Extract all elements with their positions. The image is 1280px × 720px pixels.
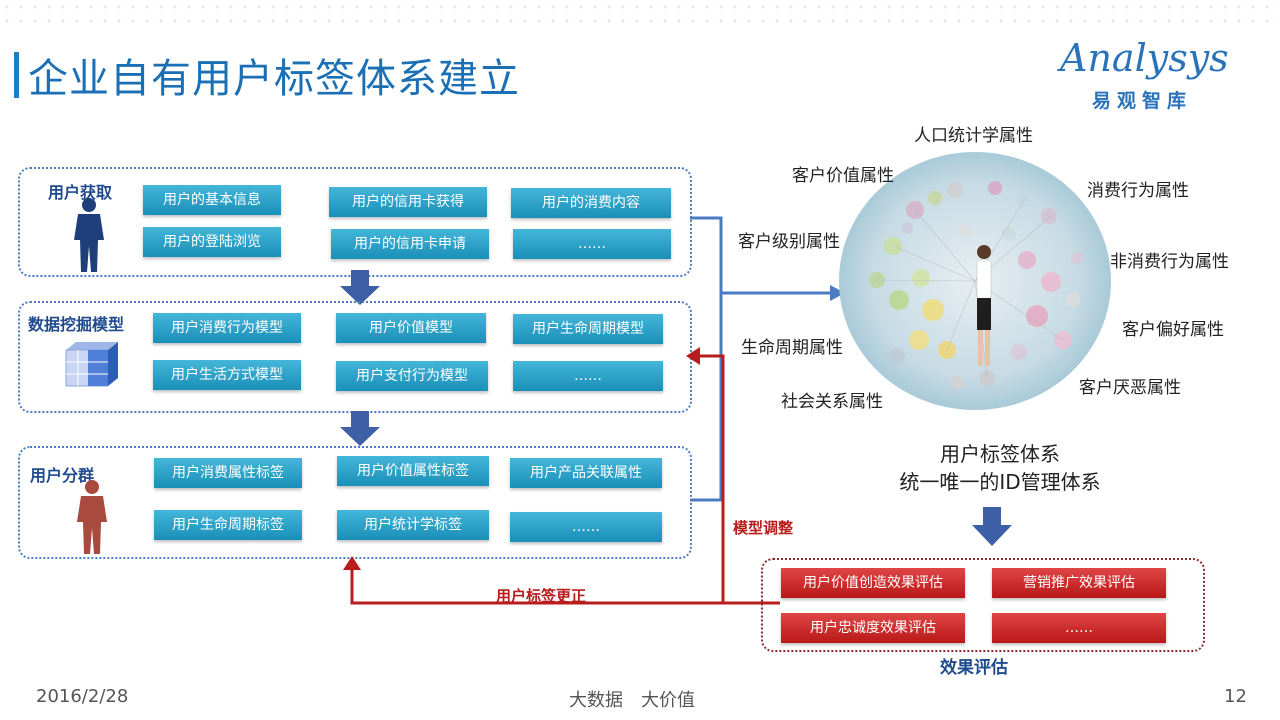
tile-ellipsis: …… bbox=[510, 512, 662, 542]
tile-credit-card-application: 用户的信用卡申请 bbox=[331, 229, 489, 259]
down-arrow-icon bbox=[340, 411, 380, 446]
tile-consumption-content: 用户的消费内容 bbox=[511, 188, 671, 218]
tile-user-value-model: 用户价值模型 bbox=[336, 313, 486, 343]
top-decorative-band bbox=[0, 0, 1280, 26]
data-cube-icon bbox=[65, 342, 118, 387]
tile-lifecycle-model: 用户生命周期模型 bbox=[513, 314, 663, 344]
evaluation-label: 效果评估 bbox=[940, 658, 1008, 678]
user-tag-network-sphere bbox=[839, 152, 1111, 410]
business-man-figure-red-icon bbox=[77, 480, 107, 554]
tile-ellipsis: …… bbox=[513, 229, 671, 259]
caption-unique-id-system: 统一唯一的ID管理体系 bbox=[899, 470, 1101, 494]
attr-social-relation: 社会关系属性 bbox=[781, 392, 883, 412]
tile-statistics-tag: 用户统计学标签 bbox=[337, 510, 489, 540]
attr-customer-value: 客户价值属性 bbox=[792, 166, 894, 186]
tile-user-basic-info: 用户的基本信息 bbox=[143, 185, 281, 215]
attr-customer-preference: 客户偏好属性 bbox=[1122, 320, 1224, 340]
tile-ellipsis: …… bbox=[513, 361, 663, 391]
tile-product-association-attribute: 用户产品关联属性 bbox=[510, 458, 662, 488]
attr-consumption-behavior: 消费行为属性 bbox=[1087, 181, 1189, 201]
caption-tag-system: 用户标签体系 bbox=[940, 442, 1060, 466]
down-arrow-icon bbox=[972, 507, 1012, 546]
down-arrow-icon bbox=[340, 270, 380, 305]
panel-label-data-mining-model: 数据挖掘模型 bbox=[28, 315, 125, 334]
footer-date: 2016/2/28 bbox=[36, 686, 129, 707]
panel-label-user-segmentation: 用户分群 bbox=[30, 466, 95, 485]
tile-consumption-behavior-model: 用户消费行为模型 bbox=[153, 313, 301, 343]
tile-value-attribute-tag: 用户价值属性标签 bbox=[337, 456, 489, 486]
footer-page-number: 12 bbox=[1224, 686, 1247, 707]
attr-customer-level: 客户级别属性 bbox=[738, 232, 840, 252]
tile-consumption-attribute-tag: 用户消费属性标签 bbox=[154, 458, 302, 488]
tile-loyalty-evaluation: 用户忠诚度效果评估 bbox=[781, 613, 965, 643]
tile-lifestyle-model: 用户生活方式模型 bbox=[153, 360, 301, 390]
panel-label-user-acquisition: 用户获取 bbox=[48, 183, 113, 202]
attr-demographic: 人口统计学属性 bbox=[914, 126, 1033, 146]
tile-payment-behavior-model: 用户支付行为模型 bbox=[336, 361, 488, 391]
tile-login-browse: 用户的登陆浏览 bbox=[143, 227, 281, 257]
page-title: 企业自有用户标签体系建立 bbox=[28, 56, 520, 102]
business-man-figure-blue-icon bbox=[74, 198, 104, 272]
tile-credit-card-obtained: 用户的信用卡获得 bbox=[329, 187, 487, 217]
title-accent-bar bbox=[14, 52, 19, 98]
attr-lifecycle: 生命周期属性 bbox=[741, 338, 843, 358]
panel-user-segmentation bbox=[18, 446, 692, 559]
tile-marketing-promotion-evaluation: 营销推广效果评估 bbox=[992, 568, 1166, 598]
label-tag-correction: 用户标签更正 bbox=[496, 587, 587, 605]
attr-non-consumption-behavior: 非消费行为属性 bbox=[1110, 252, 1229, 272]
analysys-logo: Analysys bbox=[1060, 36, 1229, 80]
attr-customer-aversion: 客户厌恶属性 bbox=[1079, 378, 1181, 398]
footer-slogan: 大数据 大价值 bbox=[569, 690, 695, 711]
woman-figure-icon bbox=[976, 245, 992, 366]
label-model-adjust: 模型调整 bbox=[733, 519, 794, 537]
tile-value-creation-evaluation: 用户价值创造效果评估 bbox=[781, 568, 965, 598]
logo-subtitle: 易观智库 bbox=[1092, 90, 1193, 112]
panel-effect-evaluation bbox=[761, 558, 1205, 652]
tile-lifecycle-tag: 用户生命周期标签 bbox=[154, 510, 302, 540]
tile-ellipsis: …… bbox=[992, 613, 1166, 643]
